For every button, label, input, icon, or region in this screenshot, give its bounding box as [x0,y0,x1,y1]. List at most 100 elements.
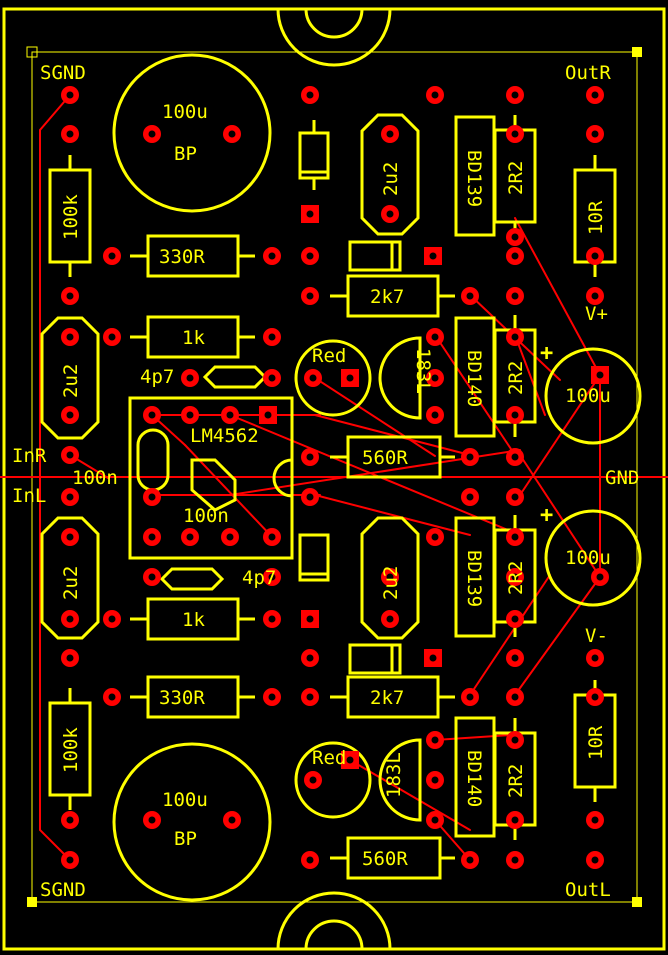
pad-hole [511,333,519,341]
r-560-bottom: 560R [362,848,408,870]
pad-hole [268,533,276,541]
q-bd139-top: BD139 [463,150,485,207]
pad-hole [306,252,314,260]
q-bd140-bottom: BD140 [463,750,485,807]
pad-hole [108,333,116,341]
pad-hole [148,533,156,541]
pad-hole [386,210,394,218]
label-in-l: InL [12,485,46,507]
r-2k7-bottom: 2k7 [370,687,404,709]
bp-cap-bottom-value: 100u [162,789,208,811]
q-bd139-bottom: BD139 [463,550,485,607]
bp-cap-bottom-type: BP [174,828,197,850]
pad-hole [268,333,276,341]
pad-hole [346,374,354,382]
pad-hole [226,533,234,541]
corner-marker-bl [27,897,37,907]
pad-hole [511,252,519,260]
pad-hole [268,573,276,581]
pad-hole [511,693,519,701]
pad-hole [591,91,599,99]
label-plus-bottom: + [540,503,553,528]
label-out-r: OutR [565,62,611,84]
board-outline [2,7,666,951]
pad-hole [591,252,599,260]
pad-hole [66,533,74,541]
pad-hole [306,693,314,701]
label-sgnd-bottom: SGND [40,879,86,901]
pad-hole [148,573,156,581]
pad-hole [226,411,234,419]
r-2r2-3: 2R2 [505,561,527,595]
q-bd140-top: BD140 [463,350,485,407]
pad-hole [66,91,74,99]
r-10r-top: 10R [585,200,607,235]
led-top: Red [312,345,346,367]
pad-hole [511,233,519,241]
r-100k-bottom: 100k [60,727,82,773]
q-183l-bottom: 183L [383,752,405,798]
pad-hole [309,776,317,784]
pad-hole [596,371,604,379]
mounting-hole-top [304,8,364,39]
corner-marker-tr [632,47,642,57]
pad-hole [596,573,604,581]
pad-hole [466,453,474,461]
r-2r2-1: 2R2 [505,161,527,195]
pad-hole [268,374,276,382]
bp-cap-top-value: 100u [162,101,208,123]
c-100u-bottom: 100u [565,547,611,569]
pad-hole [511,130,519,138]
label-in-r: InR [12,445,47,467]
pad-hole [511,615,519,623]
pad-hole [591,292,599,300]
pad-hole [186,411,194,419]
pad-hole [511,856,519,864]
pad-hole [186,374,194,382]
pad-hole [66,411,74,419]
c-2u2-mid-bottom: 2u2 [380,566,402,600]
pad-hole [431,91,439,99]
pad-hole [591,693,599,701]
pad-hole [511,533,519,541]
label-plus-top: + [540,341,553,366]
pad-hole [386,615,394,623]
pad-hole [431,816,439,824]
pad-hole [268,252,276,260]
pad-hole [386,130,394,138]
pad-hole [591,654,599,662]
r-1k-bottom: 1k [182,609,205,631]
pad-hole [431,533,439,541]
pad-hole [306,91,314,99]
pad-hole [511,573,519,581]
label-v-plus: V+ [585,303,608,325]
c-100n-left: 100n [72,467,118,489]
mounting-hole-bottom [304,919,364,950]
pad-hole [466,693,474,701]
corner-marker-tl [26,46,38,58]
pad-hole [66,130,74,138]
pad-hole [306,493,314,501]
pad-hole [148,411,156,419]
pad-hole [511,736,519,744]
pad-hole [66,615,74,623]
pad-hole [431,776,439,784]
pad-hole [148,130,156,138]
pad-hole [429,252,437,260]
c-2u2-left-bottom: 2u2 [60,566,82,600]
pad-hole [511,654,519,662]
pad-hole [591,856,599,864]
pad-hole [309,374,317,382]
pad-hole [306,453,314,461]
pads [61,86,609,869]
label-gnd: GND [605,467,639,489]
pad-hole [228,130,236,138]
ic-name: LM4562 [190,425,259,447]
label-sgnd-top: SGND [40,62,86,84]
c-4p7-bottom: 4p7 [242,567,276,589]
pad-hole [431,411,439,419]
pad-hole [148,493,156,501]
pad-hole [511,91,519,99]
pad-hole [431,736,439,744]
led-bottom: Red [312,747,346,769]
